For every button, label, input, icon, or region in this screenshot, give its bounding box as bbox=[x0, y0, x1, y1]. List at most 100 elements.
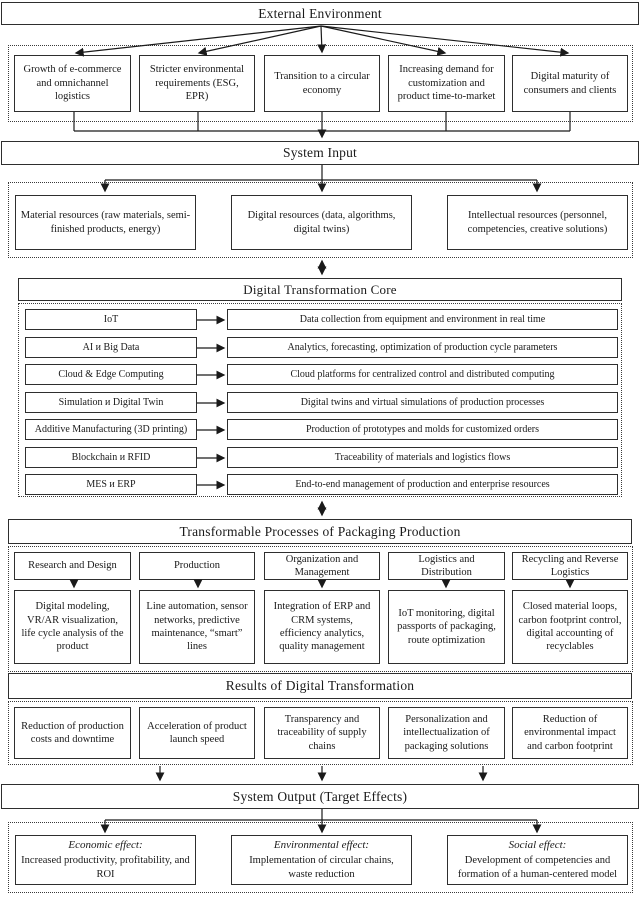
core-function-box: Traceability of materials and logistics … bbox=[227, 447, 618, 468]
result-text: Transparency and traceability of supply … bbox=[277, 713, 367, 752]
factor-box: Growth of e-commerce and omnichannel log… bbox=[14, 55, 131, 112]
core-tech-box: IoT bbox=[25, 309, 197, 330]
core-tech-box: Blockchain и RFID bbox=[25, 447, 197, 468]
core-tech-box: Cloud & Edge Computing bbox=[25, 364, 197, 385]
core-tech-text: Cloud & Edge Computing bbox=[58, 369, 164, 380]
process-body-box: IoT monitoring, digital passports of pac… bbox=[388, 590, 505, 664]
core-function-text: Digital twins and virtual simulations of… bbox=[300, 397, 545, 408]
core-function-box: Data collection from equipment and envir… bbox=[227, 309, 618, 330]
process-body-text: Closed material loops, carbon footprint … bbox=[518, 601, 622, 653]
process-body-text: Digital modeling, VR/AR visualization, l… bbox=[21, 601, 124, 653]
core-function-text: Data collection from equipment and envir… bbox=[299, 314, 546, 325]
results-bar: Results of Digital Transformation bbox=[8, 673, 632, 699]
effect-text: Increased productivity, profitability, a… bbox=[21, 855, 190, 881]
effect-label: Economic effect: bbox=[68, 839, 143, 852]
core-tech-box: Simulation и Digital Twin bbox=[25, 392, 197, 413]
core-function-box: Production of prototypes and molds for c… bbox=[227, 419, 618, 440]
result-box: Reduction of production costs and downti… bbox=[14, 707, 131, 759]
factor-text: Transition to a circular economy bbox=[274, 71, 370, 96]
resource-box: Intellectual resources (personnel, compe… bbox=[447, 195, 628, 250]
resource-box: Digital resources (data, algorithms, dig… bbox=[231, 195, 412, 250]
results-title: Results of Digital Transformation bbox=[225, 678, 415, 693]
process-body-box: Closed material loops, carbon footprint … bbox=[512, 590, 628, 664]
process-header-box: Organization and Management bbox=[264, 552, 380, 580]
process-body-box: Integration of ERP and CRM systems, effi… bbox=[264, 590, 380, 664]
core-tech-text: Blockchain и RFID bbox=[71, 452, 151, 463]
results-container bbox=[8, 701, 633, 765]
process-header-box: Logistics and Distribution bbox=[388, 552, 505, 580]
effect-box-economic: Economic effect: Increased productivity,… bbox=[15, 835, 196, 885]
core-function-box: Analytics, forecasting, optimization of … bbox=[227, 337, 618, 358]
resource-text: Digital resources (data, algorithms, dig… bbox=[247, 210, 396, 235]
factor-text: Digital maturity of consumers and client… bbox=[523, 71, 617, 96]
process-header-box: Production bbox=[139, 552, 255, 580]
processes-container bbox=[8, 546, 633, 672]
core-function-text: End-to-end management of production and … bbox=[295, 479, 550, 490]
core-function-text: Production of prototypes and molds for c… bbox=[305, 424, 539, 435]
process-header-text: Organization and Management bbox=[285, 553, 359, 578]
factor-box: Digital maturity of consumers and client… bbox=[512, 55, 628, 112]
result-box: Transparency and traceability of supply … bbox=[264, 707, 380, 759]
core-tech-box: AI и Big Data bbox=[25, 337, 197, 358]
core-function-box: Digital twins and virtual simulations of… bbox=[227, 392, 618, 413]
system-input-bar: System Input bbox=[1, 141, 639, 165]
factor-box: Transition to a circular economy bbox=[264, 55, 380, 112]
system-output-bar: System Output (Target Effects) bbox=[1, 784, 639, 809]
process-header-box: Research and Design bbox=[14, 552, 131, 580]
core-tech-text: IoT bbox=[103, 314, 119, 325]
resource-box: Material resources (raw materials, semi-… bbox=[15, 195, 196, 250]
process-header-text: Production bbox=[173, 560, 221, 572]
result-text: Acceleration of product launch speed bbox=[147, 720, 247, 745]
effect-text: Development of competencies and formatio… bbox=[457, 855, 618, 881]
factor-box: Increasing demand for customization and … bbox=[388, 55, 505, 112]
core-container bbox=[18, 303, 622, 497]
effect-box-environmental: Environmental effect: Implementation of … bbox=[231, 835, 412, 885]
core-tech-text: Additive Manufacturing (3D printing) bbox=[34, 424, 188, 435]
core-tech-box: MES и ERP bbox=[25, 474, 197, 495]
resource-text: Intellectual resources (personnel, compe… bbox=[467, 210, 608, 235]
core-title: Digital Transformation Core bbox=[243, 281, 397, 297]
core-function-box: End-to-end management of production and … bbox=[227, 474, 618, 495]
result-text: Reduction of environmental impact and ca… bbox=[524, 713, 616, 752]
core-tech-text: Simulation и Digital Twin bbox=[58, 397, 164, 408]
resource-text: Material resources (raw materials, semi-… bbox=[20, 210, 191, 235]
process-header-text: Logistics and Distribution bbox=[418, 553, 475, 578]
external-environment-bar: External Environment bbox=[1, 2, 639, 25]
external-environment-title: External Environment bbox=[258, 5, 382, 21]
factor-text: Stricter environmental requirements (ESG… bbox=[149, 64, 245, 103]
core-tech-text: MES и ERP bbox=[86, 479, 136, 490]
process-body-box: Line automation, sensor networks, predic… bbox=[139, 590, 255, 664]
processes-title: Transformable Processes of Packaging Pro… bbox=[179, 523, 461, 539]
core-function-text: Traceability of materials and logistics … bbox=[334, 452, 511, 463]
core-tech-box: Additive Manufacturing (3D printing) bbox=[25, 419, 197, 440]
process-body-text: Line automation, sensor networks, predic… bbox=[146, 601, 248, 653]
core-function-box: Cloud platforms for centralized control … bbox=[227, 364, 618, 385]
effect-box-social: Social effect: Development of competenci… bbox=[447, 835, 628, 885]
result-text: Reduction of production costs and downti… bbox=[21, 720, 124, 745]
result-box: Acceleration of product launch speed bbox=[139, 707, 255, 759]
system-output-title: System Output (Target Effects) bbox=[232, 788, 408, 804]
process-body-text: IoT monitoring, digital passports of pac… bbox=[397, 607, 496, 646]
process-header-box: Recycling and Reverse Logistics bbox=[512, 552, 628, 580]
processes-bar: Transformable Processes of Packaging Pro… bbox=[8, 519, 632, 544]
result-text: Personalization and intellectualization … bbox=[403, 713, 490, 752]
factor-box: Stricter environmental requirements (ESG… bbox=[139, 55, 255, 112]
result-box: Personalization and intellectualization … bbox=[388, 707, 505, 759]
process-body-text: Integration of ERP and CRM systems, effi… bbox=[273, 601, 371, 653]
process-body-box: Digital modeling, VR/AR visualization, l… bbox=[14, 590, 131, 664]
results-to-output-arrows bbox=[155, 766, 488, 782]
effect-text: Implementation of circular chains, waste… bbox=[249, 855, 394, 881]
process-header-text: Recycling and Reverse Logistics bbox=[521, 553, 619, 578]
result-box: Reduction of environmental impact and ca… bbox=[512, 707, 628, 759]
process-header-text: Research and Design bbox=[28, 560, 117, 572]
factor-text: Increasing demand for customization and … bbox=[397, 64, 496, 103]
system-input-title: System Input bbox=[282, 145, 358, 160]
core-tech-text: AI и Big Data bbox=[82, 342, 140, 353]
effect-label: Social effect: bbox=[508, 839, 567, 852]
output-effects-container bbox=[8, 822, 633, 893]
core-function-text: Cloud platforms for centralized control … bbox=[290, 369, 555, 380]
factor-text: Growth of e-commerce and omnichannel log… bbox=[23, 64, 122, 103]
input-resources-container bbox=[8, 182, 633, 258]
effect-label: Environmental effect: bbox=[273, 839, 370, 852]
